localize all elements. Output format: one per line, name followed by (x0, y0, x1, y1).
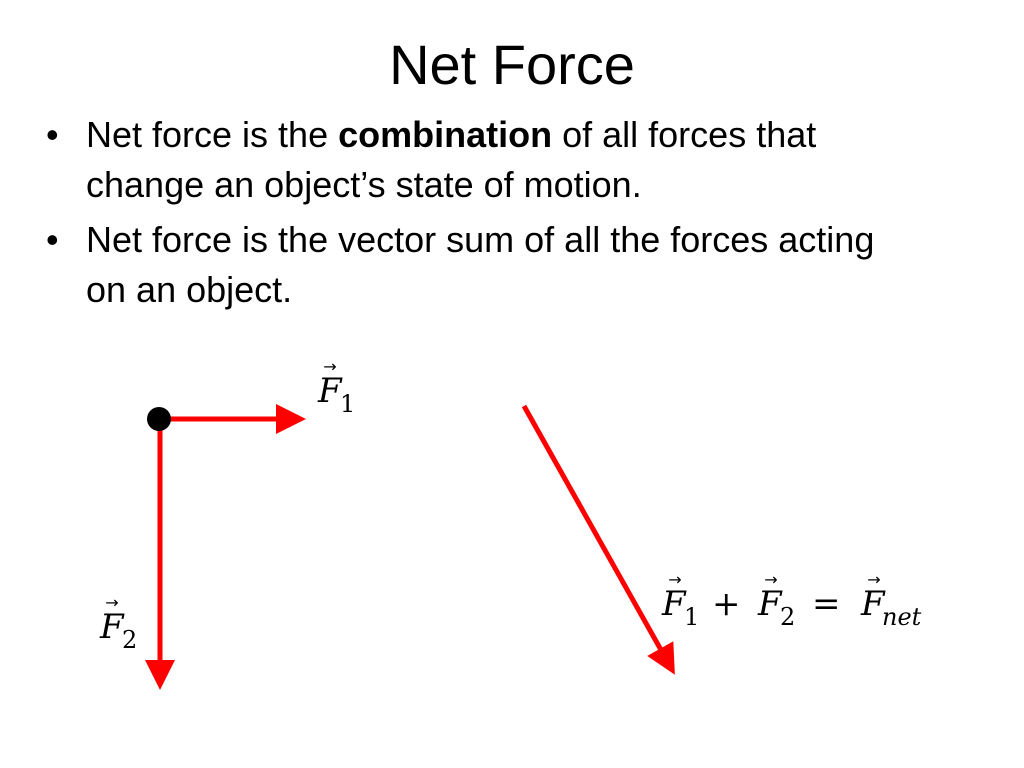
equation-result-subscript: net (882, 603, 922, 631)
bullet-text-post: of all forces that change an object’s st… (86, 114, 817, 205)
f2-label-subscript: 2 (122, 626, 137, 654)
equation-plus-sign: + (712, 584, 741, 624)
f1-label: → F 1 (317, 357, 355, 418)
f2-label-symbol: F (99, 607, 125, 647)
bullet-item-combination: • Net force is the combination of all fo… (40, 110, 920, 210)
bullet-list: • Net force is the combination of all fo… (40, 110, 920, 320)
object-point (147, 407, 171, 431)
f1-label-subscript: 1 (340, 390, 355, 418)
equation-term1-symbol: F (661, 584, 687, 624)
equation-term2-subscript: 2 (780, 603, 795, 631)
f2-label: → F 2 (99, 593, 137, 654)
bullet-mark: • (46, 114, 59, 155)
vector-arrow-icon: → (668, 570, 681, 589)
equation-term2-symbol: F (757, 584, 783, 624)
equation-equals-sign: = (812, 584, 841, 624)
f1-label-symbol: F (317, 371, 343, 411)
vector-arrow-icon: → (323, 357, 336, 376)
vector-arrow-icon: → (867, 570, 880, 589)
vector-arrow-icon: → (764, 570, 777, 589)
bullet-mark: • (46, 219, 59, 260)
bullet-text-bold: combination (338, 114, 553, 155)
net-force-arrow (521, 404, 675, 675)
bullet-text-pre: Net force is the (86, 114, 339, 155)
equation-result-symbol: F (860, 584, 886, 624)
equation-term1-subscript: 1 (684, 603, 699, 631)
bullet-item-vector-sum: • Net force is the vector sum of all the… (40, 215, 920, 315)
vector-arrow-icon: → (105, 593, 118, 612)
vector-sum-equation: → F 1 + → F 2 = → F net (661, 570, 922, 631)
slide-title: Net Force (389, 33, 635, 96)
bullet-text-pre: Net force is the vector sum of all the f… (86, 219, 875, 310)
